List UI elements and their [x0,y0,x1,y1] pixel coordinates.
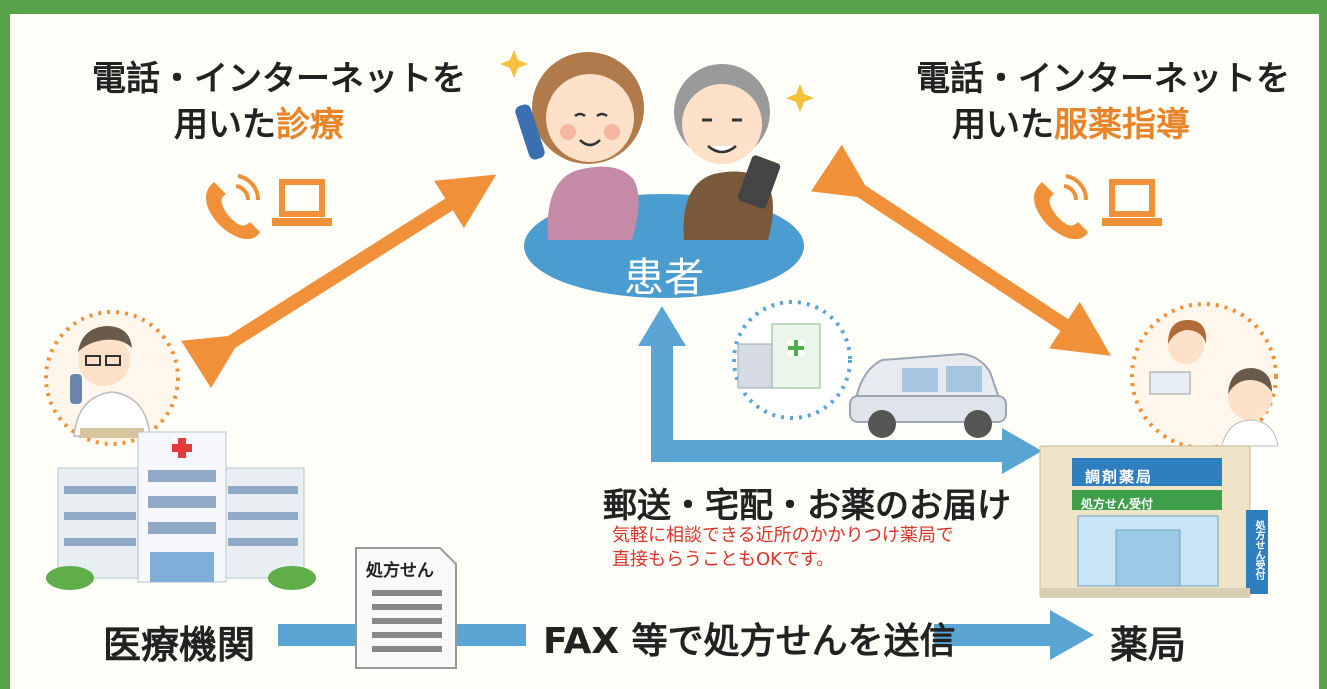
delivery-note-line1: 気軽に相談できる近所のかかりつけ薬局で [612,525,954,546]
left-double-arrow [181,174,497,389]
patient-group [500,50,814,298]
car-icon [849,352,1007,438]
delivery-note: 気軽に相談できる近所のかかりつけ薬局で 直接もらうこともOKです。 [612,524,954,572]
prescription-document-icon [355,547,457,669]
fax-label: FAX 等で処方せんを送信 [543,621,956,662]
pharmacy-vertical-sign: 処方せん受付 [1253,520,1264,580]
pharmacy-icon [1039,445,1268,598]
pharmacist-staff-icon [1130,302,1279,450]
pharmacy-subsign: 処方せん受付 [1081,497,1154,511]
fax-arrow [278,610,1094,660]
right-double-arrow [810,144,1112,356]
sparkle-icon [500,50,528,78]
patient-label: 患者 [624,255,704,301]
right-title: 電話・インターネットを 用いた服薬指導 [916,56,1290,148]
right-title-line2-prefix: 用いた [952,105,1054,145]
right-title-accent: 服薬指導 [1054,105,1190,145]
pharmacy-sign: 調剤薬局 [1085,468,1154,486]
medicine-bag-icon [732,300,852,420]
hospital-label: 医療機関 [103,623,256,667]
doctor-on-phone-icon [44,310,180,446]
left-title-accent: 診療 [276,105,344,145]
hospital-icon [46,431,316,590]
prescription-doc-label: 処方せん [366,561,434,581]
phone-icon [206,174,261,240]
sparkle-icon [786,84,814,112]
woman-patient-icon [515,52,644,240]
man-patient-icon [674,64,781,240]
delivery-arrow [638,306,1042,474]
pharmacy-label: 薬局 [1110,623,1187,667]
left-title-line1: 電話・インターネットを [92,59,466,99]
left-title-line2-prefix: 用いた [174,105,276,145]
phone-icon [1034,174,1089,240]
left-title: 電話・インターネットを 用いた診療 [92,56,466,148]
right-title-line1: 電話・インターネットを [916,59,1290,99]
delivery-title: 郵送・宅配・お薬のお届け [603,486,1011,526]
delivery-note-line2: 直接もらうこともOKです。 [612,549,835,570]
laptop-icon [272,179,332,226]
laptop-icon [1102,179,1162,226]
